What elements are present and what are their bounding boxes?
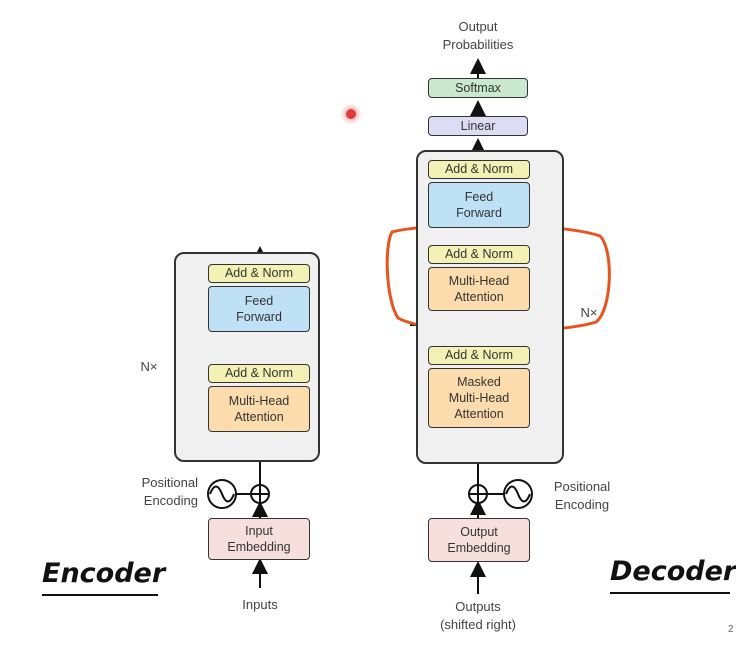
encoder-title: Encoder bbox=[42, 558, 166, 589]
decoder-nx-label: N× bbox=[580, 305, 598, 320]
decoder-multi-head-attention: Multi-Head Attention bbox=[428, 267, 530, 311]
decoder-linear: Linear bbox=[428, 116, 528, 136]
encoder-input-embedding: Input Embedding bbox=[208, 518, 310, 560]
encoder-nx-label: N× bbox=[140, 359, 158, 374]
decoder-output-probabilities: Output Probabilities bbox=[442, 19, 514, 52]
decoder-positional-label: Positional Encoding bbox=[553, 479, 611, 512]
encoder-multi-head-attention: Multi-Head Attention bbox=[208, 386, 310, 432]
decoder-feed-forward: Feed Forward bbox=[428, 182, 530, 228]
decoder-add-norm-3: Add & Norm bbox=[428, 346, 530, 365]
decoder-softmax: Softmax bbox=[428, 78, 528, 98]
decoder-masked-multi-head-attention: Masked Multi-Head Attention bbox=[428, 368, 530, 428]
encoder-feed-forward: Feed Forward bbox=[208, 286, 310, 332]
decoder-add-norm-2: Add & Norm bbox=[428, 245, 530, 264]
page-number: 2 bbox=[728, 624, 734, 635]
decoder-add-norm-1: Add & Norm bbox=[428, 160, 530, 179]
encoder-title-underline bbox=[42, 594, 158, 596]
decoder-title-underline bbox=[610, 592, 730, 594]
decoder-output-embedding: Output Embedding bbox=[428, 518, 530, 562]
laser-pointer-dot bbox=[346, 109, 356, 119]
encoder-add-norm-bottom: Add & Norm bbox=[208, 364, 310, 383]
encoder-add-norm-top: Add & Norm bbox=[208, 264, 310, 283]
decoder-title: Decoder bbox=[610, 556, 736, 587]
encoder-positional-icon bbox=[207, 479, 270, 509]
decoder-positional-icon bbox=[468, 479, 533, 509]
encoder-inputs-label: Inputs bbox=[242, 597, 278, 612]
decoder-outputs-label: Outputs (shifted right) bbox=[440, 599, 516, 632]
encoder-positional-label: Positional Encoding bbox=[141, 475, 198, 508]
